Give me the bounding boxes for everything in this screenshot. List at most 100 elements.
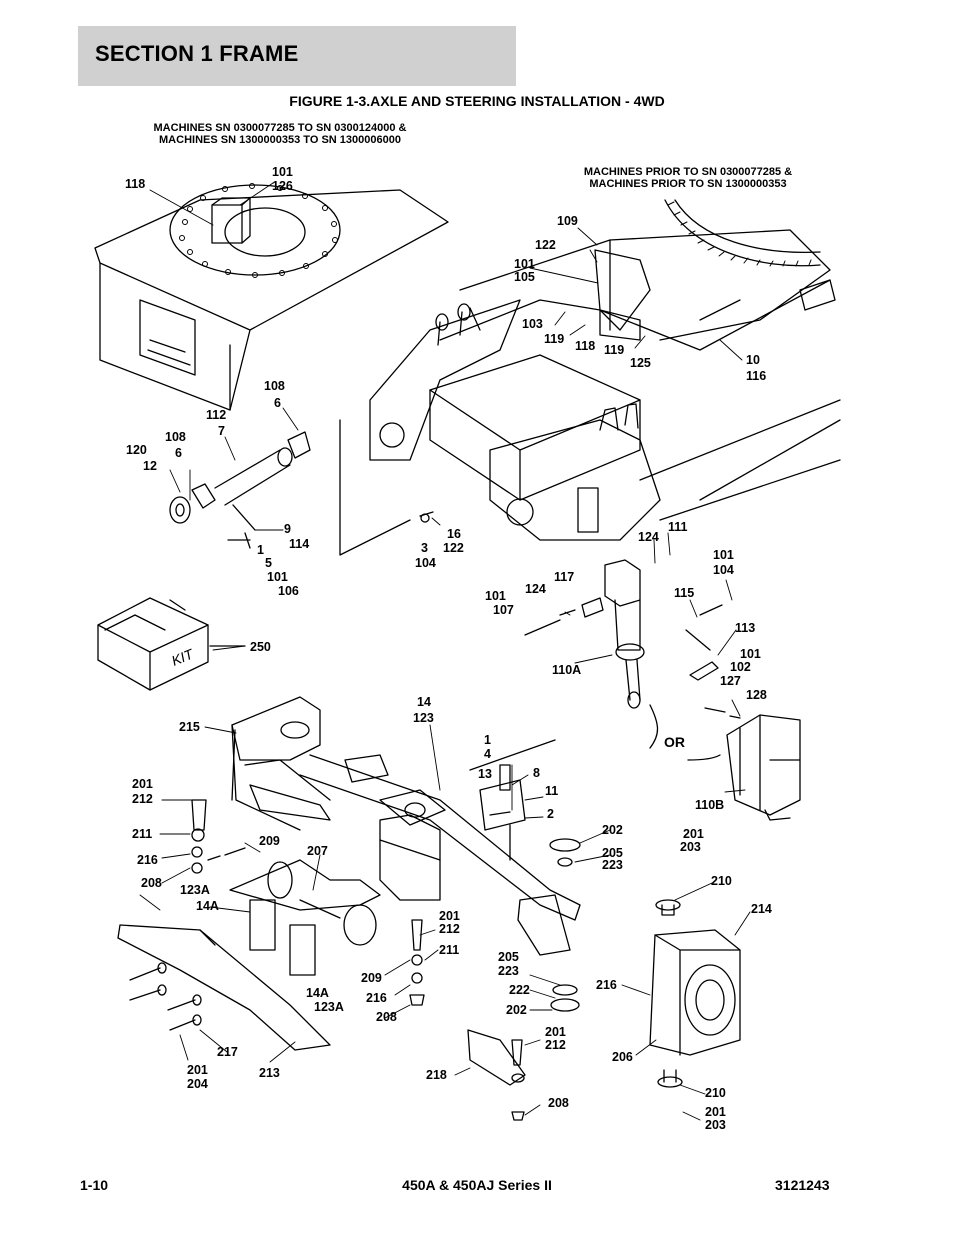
callout-label: 14A: [306, 986, 329, 1000]
kit-box-drawing: [97, 597, 246, 691]
callout-label: 216: [137, 853, 158, 867]
callout-label: 125: [630, 356, 651, 370]
callout-label: 250: [250, 640, 271, 654]
callout-label: 213: [259, 1066, 280, 1080]
callout-label: 101: [267, 570, 288, 584]
callout-label: 113: [735, 621, 755, 635]
callout-label: 12: [143, 459, 157, 473]
callout-label: 14: [417, 695, 431, 709]
serial-note-new: MACHINES SN 0300077285 TO SN 0300124000 …: [120, 122, 440, 146]
callout-label: 212: [545, 1038, 566, 1052]
callout-label: 201: [683, 827, 704, 841]
callout-label: 109: [557, 214, 578, 228]
callout-label: 123: [413, 711, 434, 725]
callout-label: 3: [421, 541, 428, 555]
callout-label: 120: [126, 443, 147, 457]
callout-label: 211: [132, 827, 152, 841]
slewing-ring-teeth: [667, 201, 812, 267]
callout-label: 124: [525, 582, 546, 596]
callout-label: 124: [638, 530, 659, 544]
skid-plate-drawing: [117, 924, 331, 1051]
callout-label: 10: [746, 353, 760, 367]
callout-label: 105: [514, 270, 535, 284]
steer-cylinder-drawing: [524, 559, 801, 821]
callout-label: 1: [484, 733, 491, 747]
callout-label: 127: [720, 674, 741, 688]
callout-label: 203: [705, 1118, 726, 1132]
callout-label: 5: [265, 556, 272, 570]
kit-label: KIT: [169, 645, 197, 669]
callout-label: 122: [535, 238, 556, 252]
callout-label: 126: [272, 179, 293, 193]
callout-label: 216: [596, 978, 617, 992]
callout-label: 202: [506, 1003, 527, 1017]
callout-label: 201: [705, 1105, 726, 1119]
callout-label: 201: [187, 1063, 208, 1077]
callout-label: 110B: [695, 798, 724, 812]
callout-label: 123A: [180, 883, 210, 897]
callout-label: 114: [289, 537, 309, 551]
leader-lines: [139, 182, 751, 1121]
callout-label: 6: [175, 446, 182, 460]
callout-label: 209: [259, 834, 280, 848]
callout-label: 106: [278, 584, 299, 598]
serial-note-old-line: MACHINES PRIOR TO SN 1300000353: [589, 178, 787, 190]
callout-label: 212: [439, 922, 460, 936]
callout-label: 110A: [552, 663, 581, 677]
callout-label: 202: [602, 823, 623, 837]
callout-label: 201: [545, 1025, 566, 1039]
callout-label: 117: [554, 570, 574, 584]
callout-label: 217: [217, 1045, 238, 1059]
callout-label: 223: [498, 964, 519, 978]
callout-label: 123A: [314, 1000, 344, 1014]
callout-label: 206: [612, 1050, 633, 1064]
callout-label: 128: [746, 688, 767, 702]
callout-label: 111: [668, 520, 688, 534]
or-label: OR: [664, 734, 685, 750]
callout-label: 2: [547, 807, 554, 821]
callout-label: 214: [751, 902, 772, 916]
callout-label: 108: [165, 430, 186, 444]
callout-label: 104: [713, 563, 734, 577]
callout-label: 208: [548, 1096, 569, 1110]
axle-drawing: [191, 696, 581, 976]
callout-label: 112: [206, 408, 226, 422]
callout-label: 119: [604, 343, 624, 357]
section-title: SECTION 1 FRAME: [95, 41, 299, 66]
callout-label: 14A: [196, 899, 219, 913]
callout-label: 118: [125, 177, 145, 191]
section-header-bar: [78, 26, 516, 86]
callout-label: 201: [439, 909, 460, 923]
callout-label: 119: [544, 332, 564, 346]
callout-label: 101: [485, 589, 506, 603]
frame-main-drawing: [339, 199, 841, 556]
callout-label: 101: [740, 647, 761, 661]
serial-note-new-line: MACHINES SN 0300077285 TO SN 0300124000 …: [153, 122, 407, 134]
callout-label: 210: [705, 1086, 726, 1100]
callout-label: 216: [366, 991, 387, 1005]
callout-label: 6: [274, 396, 281, 410]
callout-label: 8: [533, 766, 540, 780]
callout-label: 115: [674, 586, 694, 600]
callout-label: 101: [272, 165, 293, 179]
callout-label: 116: [746, 369, 766, 383]
pivot-pin-drawing: [169, 431, 434, 549]
footer-page-number: 1-10: [80, 1177, 109, 1193]
callout-label: 122: [443, 541, 464, 555]
callout-label: 9: [284, 522, 291, 536]
callout-label: 208: [376, 1010, 397, 1024]
callout-label: 203: [680, 840, 701, 854]
callout-label: 7: [218, 424, 225, 438]
footer-doc-number: 3121243: [775, 1177, 830, 1193]
callout-label: 16: [447, 527, 461, 541]
callout-label: 204: [187, 1077, 208, 1091]
callout-label: 4: [484, 747, 491, 761]
callout-label: 13: [478, 767, 492, 781]
callout-label: 108: [264, 379, 285, 393]
serial-note-new-line: MACHINES SN 1300000353 TO SN 1300006000: [159, 134, 401, 146]
figure-title: FIGURE 1-3.AXLE AND STEERING INSTALLATIO…: [289, 93, 665, 109]
callout-label: 118: [575, 339, 595, 353]
callout-label: 215: [179, 720, 200, 734]
callout-label: 205: [498, 950, 519, 964]
